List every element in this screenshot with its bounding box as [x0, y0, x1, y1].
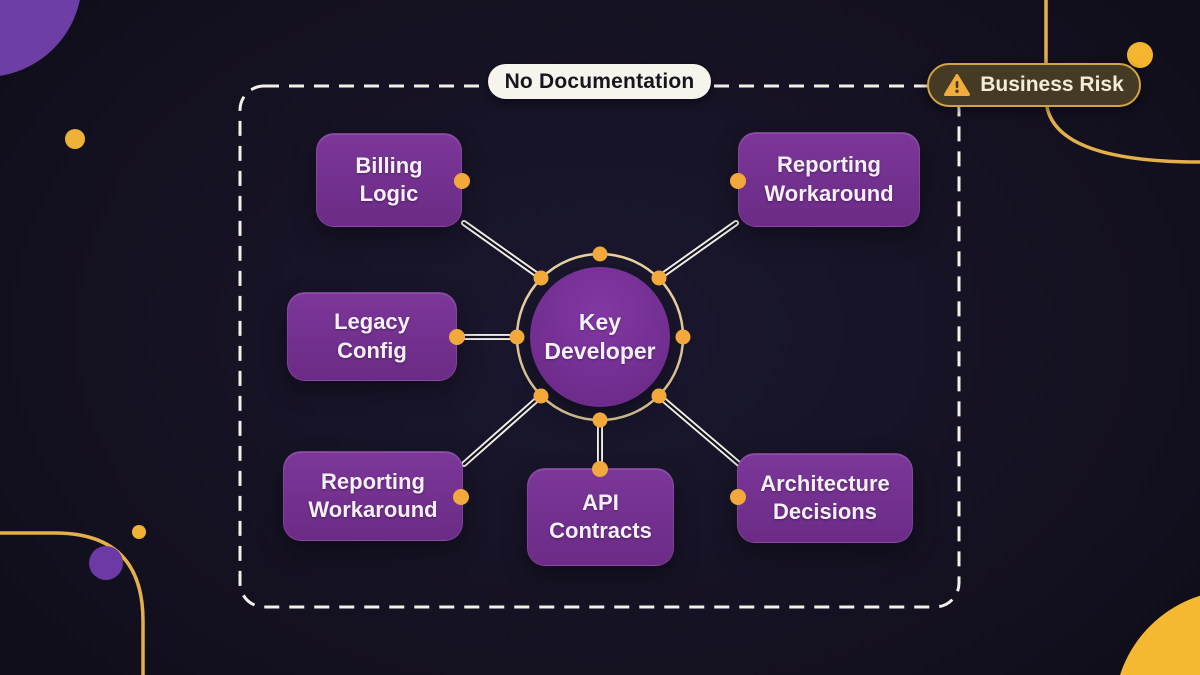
warning-triangle-icon	[944, 74, 971, 96]
business-risk-badge: Business Risk	[927, 63, 1141, 107]
no-documentation-label: No Documentation	[488, 64, 711, 99]
business-risk-label: Business Risk	[980, 73, 1124, 96]
